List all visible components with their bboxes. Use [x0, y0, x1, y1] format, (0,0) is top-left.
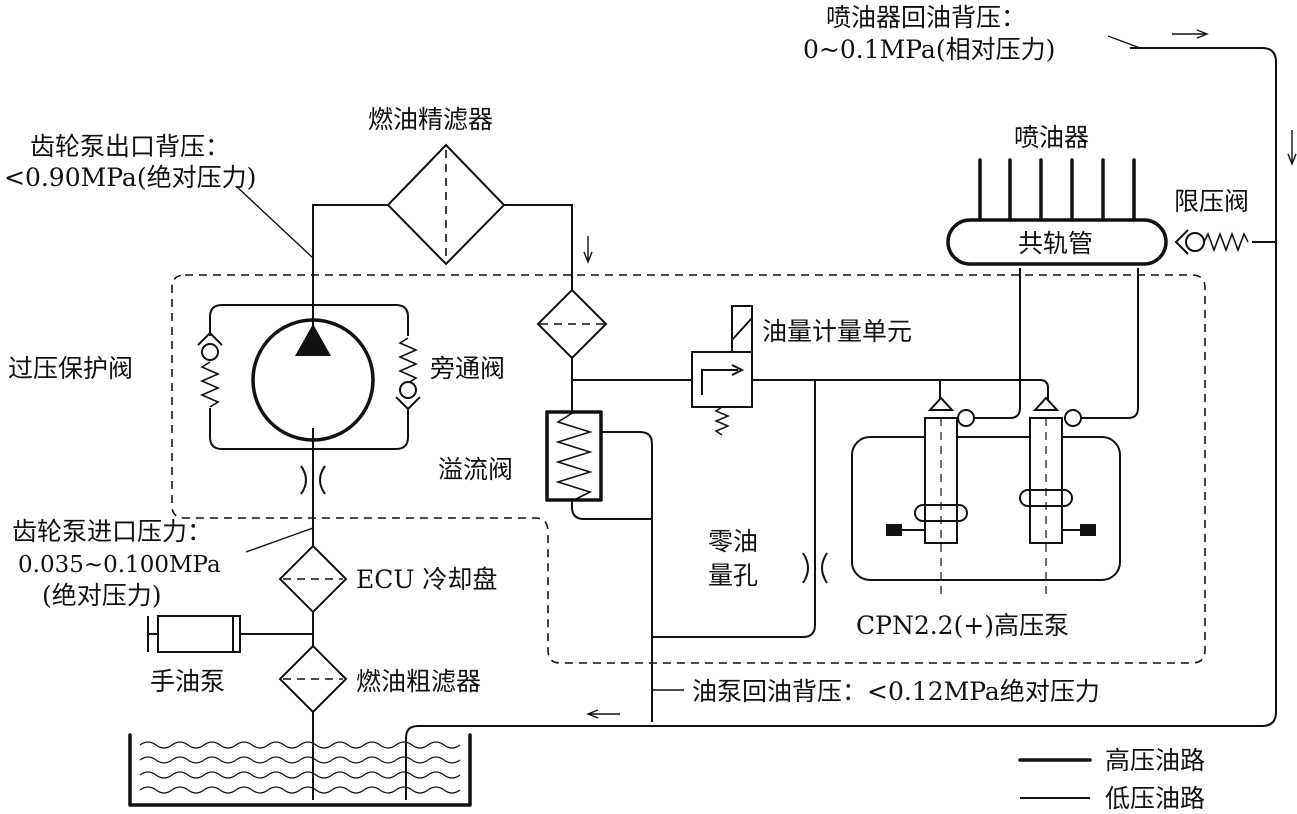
orifice-icon [300, 449, 326, 546]
secondary-filter-icon [536, 262, 608, 412]
injector-label: 喷油器 [1014, 123, 1089, 152]
zero-oil-branch [652, 380, 816, 638]
bypass-valve-icon [395, 336, 421, 411]
hand-pump-icon [147, 615, 313, 653]
gear-pump-outlet-value: <0.90MPa(绝对压力) [4, 163, 256, 192]
line-metering-to-hp [752, 379, 1049, 400]
pump-return-label: 油泵回油背压：<0.12MPa绝对压力 [692, 677, 1100, 706]
gear-pump-inlet-value: 0.035~0.100MPa [18, 552, 221, 578]
hand-pump-label: 手油泵 [150, 667, 225, 696]
fuel-surface-waves [139, 741, 461, 794]
ecu-cooling-icon [278, 544, 348, 614]
gear-pump-outlet-label: 齿轮泵出口背压： [30, 132, 230, 161]
gear-pump [251, 318, 375, 442]
overpressure-valve-label: 过压保护阀 [8, 354, 133, 383]
flow-arrow-down-icon [583, 236, 593, 264]
coarse-filter-icon [278, 644, 348, 714]
pressure-limit-valve-icon [1174, 229, 1276, 255]
bypass-valve-label: 旁通阀 [430, 354, 505, 383]
legend: 高压油路 低压油路 [1018, 746, 1205, 813]
common-rail [946, 218, 1168, 266]
overpressure-valve-icon [197, 331, 223, 408]
hp-pump-label: CPN2.2(+)高压泵 [856, 611, 1069, 640]
inlet-leader [245, 527, 314, 553]
flow-arrow-right-icon [1172, 29, 1209, 39]
return-label-leader [1107, 35, 1141, 49]
coarse-filter-label: 燃油粗滤器 [356, 667, 481, 696]
gear-pump-inlet-note: (绝对压力) [42, 581, 162, 610]
legend-low-label: 低压油路 [1105, 784, 1205, 813]
flow-arrow-left-icon [586, 709, 620, 719]
ecu-cooling-label: ECU 冷却盘 [356, 565, 497, 594]
zero-oil-orifice-icon [802, 552, 828, 584]
injector-lines [978, 158, 1136, 222]
return-line [405, 47, 1277, 800]
flow-arrow-down-return-icon [1287, 130, 1297, 166]
pump-unit-boundary [171, 274, 1206, 664]
fuel-tank [128, 733, 472, 807]
injector-return-value: 0~0.1MPa(相对压力) [803, 35, 1055, 64]
hp-plunger-2 [1019, 268, 1139, 600]
injector-return-label: 喷油器回油背压： [826, 3, 1026, 32]
fine-filter-label: 燃油精滤器 [368, 105, 493, 134]
common-rail-label: 共轨管 [1018, 229, 1093, 258]
gear-pump-inlet-label: 齿轮泵进口压力： [12, 517, 212, 546]
fine-filter-icon [386, 143, 506, 266]
metering-unit-label: 油量计量单元 [762, 317, 912, 346]
outlet-leader [235, 185, 314, 259]
overflow-valve-icon [545, 410, 653, 722]
pressure-limit-valve-label: 限压阀 [1174, 187, 1249, 216]
pump-triangle-icon [295, 324, 331, 356]
overflow-valve-label: 溢流阀 [438, 455, 513, 484]
supply-line [312, 204, 573, 800]
zero-oil-label-2: 量孔 [708, 561, 758, 590]
pump-valve-loop [209, 304, 409, 450]
hp-pump-housing [851, 436, 1121, 581]
legend-high-label: 高压油路 [1105, 746, 1205, 775]
hp-plunger-1 [886, 268, 1021, 600]
zero-oil-label-1: 零油 [708, 527, 758, 556]
metering-unit-icon [691, 305, 753, 436]
